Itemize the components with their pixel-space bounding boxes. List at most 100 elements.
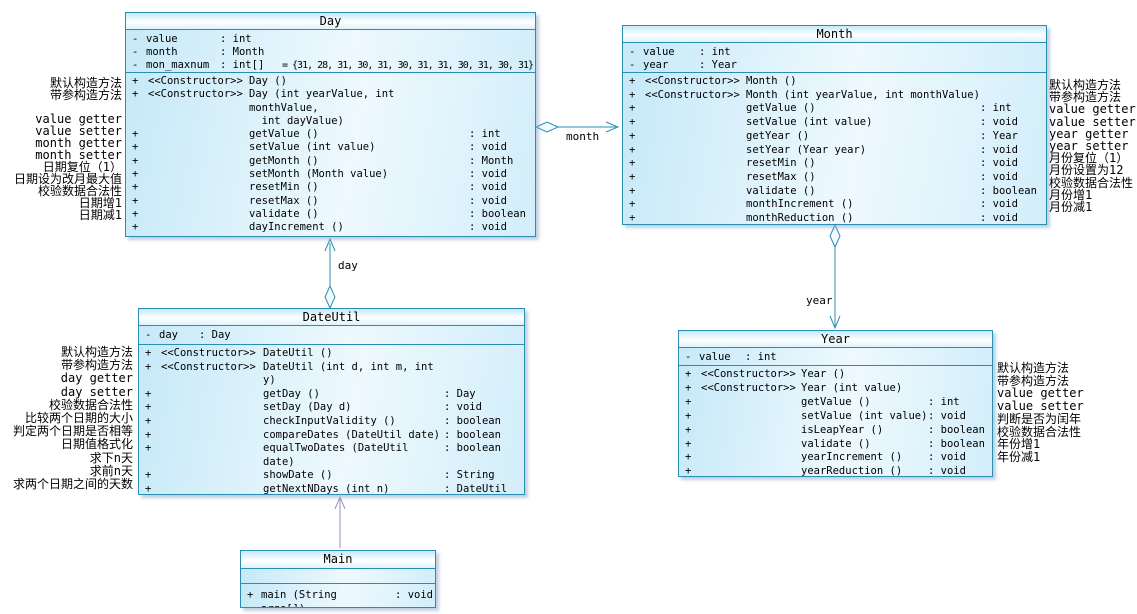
method-row-vis: + — [629, 184, 636, 197]
method-row-type: void — [444, 401, 522, 415]
annotation-line-text: 求下n天 — [89, 450, 133, 465]
annotation-line: day getter — [0, 372, 133, 385]
method-row-type: void — [469, 235, 533, 236]
annotation-line-text: 日期减1 — [78, 208, 122, 222]
method-row-vis: + — [145, 401, 152, 414]
attribute-row: -monthMonth — [132, 46, 533, 59]
annotation-line-text: month setter — [35, 148, 122, 162]
method-row-vis: + — [685, 409, 692, 422]
method-row-type: String — [444, 469, 522, 483]
method-row: +getValue ()int — [685, 396, 990, 410]
connector-dateutil-day: day — [324, 237, 358, 310]
method-row: +<<Constructor>>Day () — [132, 75, 533, 88]
method-row-type: void — [928, 465, 990, 476]
method-row: +resetMax ()void — [629, 171, 1044, 185]
method-row-vis: + — [247, 589, 254, 601]
method-row-vis: + — [132, 235, 148, 236]
attribute-row-type: Year — [699, 59, 1044, 72]
connector-day-month: month — [534, 121, 620, 143]
method-row-stereo: <<Constructor>> — [645, 75, 740, 87]
method-row-name: getDay () — [263, 387, 320, 400]
method-row: +monthReduction ()void — [629, 212, 1044, 224]
method-row-name: dayIncrement () — [249, 221, 344, 234]
method-row-type: boolean — [928, 424, 990, 438]
method-row-name: Year (int value) — [801, 381, 903, 394]
annotation-line-text: 年份减1 — [997, 449, 1041, 464]
open-arrowhead — [334, 495, 346, 510]
annotation-line-text: 求两个日期之间的天数 — [12, 477, 133, 492]
annotation-line-text: 判定两个日期是否相等 — [12, 424, 133, 439]
open-arrowhead — [829, 315, 841, 330]
annotation-line: 日期值格式化 — [0, 438, 133, 451]
method-row-name: checkInputValidity () — [263, 414, 396, 427]
method-row-vis: + — [132, 194, 139, 207]
annotation-line-text: 月份设置为12 — [1049, 163, 1124, 178]
method-row-stereo — [148, 168, 249, 181]
method-row-type — [444, 347, 522, 361]
attribute-row: -valueint — [629, 46, 1044, 59]
method-row: +dayReduction ()void — [132, 235, 533, 236]
method-row-stereo — [645, 185, 746, 199]
method-row: + dayIncrement () void — [132, 221, 533, 234]
method-row-vis: + — [145, 387, 152, 400]
annotation-line: 日期增1 — [0, 197, 122, 209]
class-box-month[interactable]: Month -valueint-yearYear +<<Constructor>… — [622, 25, 1047, 225]
aggregation-diamond — [829, 223, 841, 249]
method-row-name: getMonth () — [249, 154, 319, 167]
annotation-line-text: day setter — [60, 384, 133, 399]
method-row-vis: + — [629, 157, 636, 170]
method-row-vis: + — [685, 368, 692, 380]
attribute-row-type: int — [745, 350, 990, 364]
attribute-row: -mon_maxnumint[]= {31, 28, 31, 30, 31, 3… — [132, 59, 534, 72]
method-row: +yearReduction ()void — [685, 465, 990, 476]
method-row-stereo: <<Constructor>> — [161, 347, 256, 359]
method-row-type: void — [387, 588, 433, 607]
attribute-row-type: Day — [199, 328, 522, 342]
annotation-line-text: 默认构造方法 — [997, 361, 1070, 375]
method-row-type: Month — [469, 155, 533, 168]
annotation-line: 月份减1 — [1049, 201, 1137, 213]
connector-label: month — [566, 130, 599, 143]
method-row-type: DateUtil — [444, 483, 522, 494]
attributes-compartment: -valueint-monthMonth-mon_maxnumint[]= {3… — [126, 30, 535, 73]
method-row-name: validate () — [249, 207, 319, 220]
class-box-main[interactable]: Main +main (String args[])void — [240, 550, 436, 608]
class-box-day[interactable]: Day -valueint-monthMonth-mon_maxnumint[]… — [125, 12, 536, 237]
annotation-line-text: value getter — [35, 112, 122, 126]
method-row-name: resetMin () — [249, 181, 319, 194]
method-row-type: int — [980, 102, 1044, 116]
annotation-line: 求下n天 — [0, 450, 133, 465]
method-row-vis: + — [132, 207, 139, 220]
annotation-line: 日期复位（1） — [0, 161, 122, 173]
method-row: +getNextNDays (int n)DateUtil — [145, 483, 522, 494]
connector-label: day — [338, 259, 358, 272]
annotation-line-text: 月份复位（1） — [1049, 151, 1129, 166]
annotation-line-text: 年份增1 — [997, 437, 1041, 452]
method-row-stereo — [645, 144, 746, 158]
method-row-stereo: <<Constructor>> — [161, 360, 256, 373]
annotation-line-text: value getter — [997, 386, 1084, 401]
method-row-stereo: <<Constructor>> — [701, 381, 796, 394]
method-row: +<<Constructor>>Month (int yearValue, in… — [629, 89, 1044, 103]
method-row-type: void — [928, 410, 990, 424]
annotation-line-text: month getter — [35, 136, 122, 150]
method-row-name: setValue (int value) — [746, 116, 873, 129]
method-row-name: getValue () — [746, 102, 816, 115]
method-row-vis: + — [685, 465, 692, 476]
class-box-year[interactable]: Year -valueint +<<Constructor>>Year ()+<… — [678, 330, 993, 477]
annotation-line-text: value setter — [1049, 114, 1136, 129]
method-row-vis: + — [629, 143, 636, 156]
method-row: +showDate ()String — [145, 469, 522, 483]
method-row-vis: + — [145, 428, 152, 441]
method-row-stereo — [161, 415, 263, 429]
methods-compartment: +<<Constructor>>Year ()+<<Constructor>>Y… — [679, 366, 992, 476]
method-row-stereo — [645, 116, 746, 130]
method-row-type: boolean — [469, 208, 533, 221]
attributes-compartment — [241, 569, 435, 584]
method-row-name: yearIncrement () — [801, 451, 903, 464]
method-row-type: void — [469, 181, 533, 194]
method-row-name: setValue (int value) — [801, 409, 928, 422]
class-box-dateutil[interactable]: DateUtil -dayDay +<<Constructor>>DateUti… — [138, 308, 525, 495]
